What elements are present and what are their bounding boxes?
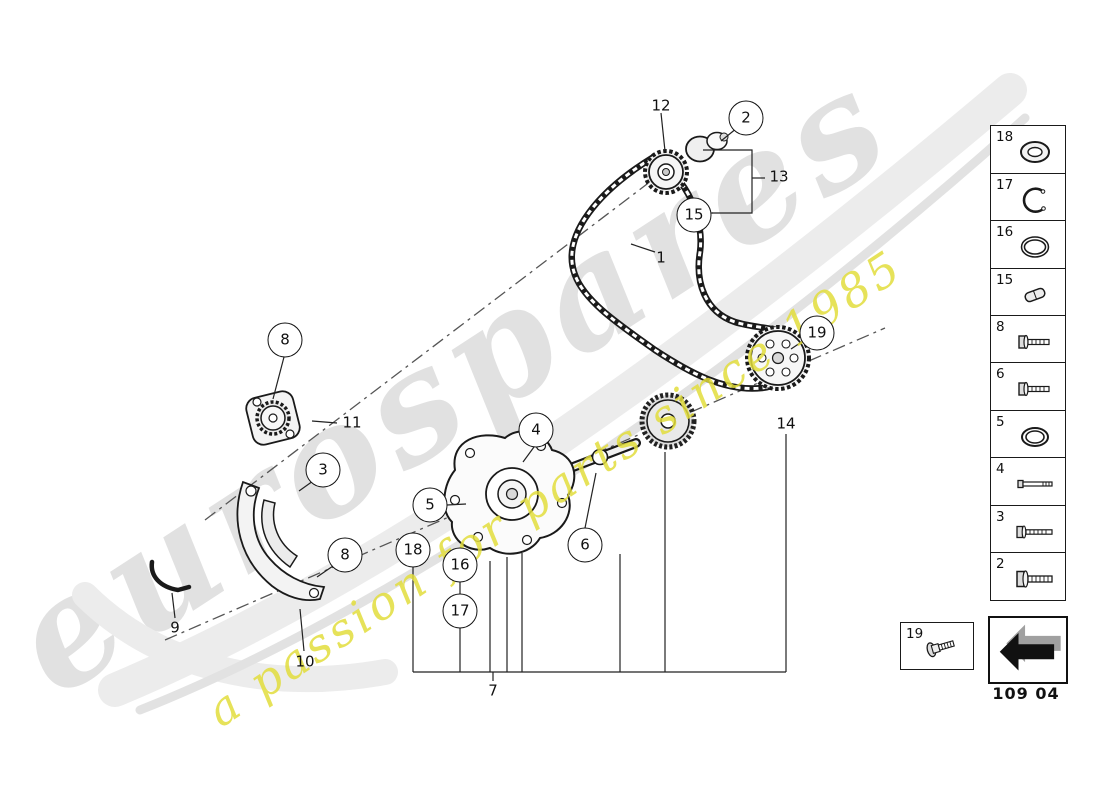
callout-2[interactable]: 2 <box>728 100 764 136</box>
part-box-4[interactable]: 4 <box>990 457 1066 507</box>
part-number: 17 <box>996 176 1014 193</box>
bolt-long-icon <box>1016 525 1053 539</box>
tensioner-arm[interactable] <box>244 389 302 447</box>
part-number: 4 <box>996 461 1005 478</box>
part-box-5[interactable]: 5 <box>990 409 1066 459</box>
callout-6[interactable]: 6 <box>567 527 603 563</box>
callout-3[interactable]: 3 <box>305 452 341 488</box>
part-box-18[interactable]: 18 <box>990 125 1066 175</box>
o-ring-icon <box>1013 232 1057 262</box>
part-number: 2 <box>996 556 1005 573</box>
part-number: 15 <box>996 271 1014 288</box>
bolt-icon <box>1018 334 1050 350</box>
callout-14[interactable]: 14 <box>776 414 796 433</box>
callout-4[interactable]: 4 <box>518 412 554 448</box>
circlip-icon <box>1022 187 1047 213</box>
background-swoosh <box>72 73 1030 715</box>
screw-icon <box>924 636 957 659</box>
part-number: 5 <box>996 413 1005 430</box>
direction-arrow-box[interactable] <box>988 616 1068 684</box>
part-number: 8 <box>996 319 1005 336</box>
callout-17[interactable]: 17 <box>442 593 478 629</box>
part-box-8[interactable]: 8 <box>990 315 1066 365</box>
part-number: 19 <box>906 626 924 642</box>
pump-drive-gear[interactable] <box>639 392 697 450</box>
hex-bolt-icon <box>1016 570 1053 588</box>
part-number: 3 <box>996 508 1005 525</box>
dowel-pin-icon <box>1023 286 1047 304</box>
callout-8-guide[interactable]: 8 <box>327 537 363 573</box>
part-box-3[interactable]: 3 <box>990 504 1066 554</box>
callout-12[interactable]: 12 <box>651 96 671 115</box>
callout-7[interactable]: 7 <box>488 681 498 700</box>
callout-18[interactable]: 18 <box>395 532 431 568</box>
idler-sprocket[interactable] <box>745 325 811 391</box>
part-box-17[interactable]: 17 <box>990 172 1066 222</box>
part-number: 16 <box>996 224 1014 241</box>
callout-5[interactable]: 5 <box>412 487 448 523</box>
stud-bolt-icon <box>1017 480 1053 489</box>
callout-13[interactable]: 13 <box>769 167 789 186</box>
chain-guide-rail[interactable] <box>236 480 326 601</box>
callout-9[interactable]: 9 <box>170 618 180 637</box>
part-number: 6 <box>996 366 1005 383</box>
direction-arrow-icon <box>999 624 1061 671</box>
oil-pump[interactable] <box>443 430 576 555</box>
callout-15[interactable]: 15 <box>676 197 712 233</box>
leader-lines <box>171 112 804 681</box>
parts-sidebar: 18 17 16 15 8 6 5 4 <box>990 125 1066 602</box>
part-number: 18 <box>996 129 1014 146</box>
callout-19[interactable]: 19 <box>799 315 835 351</box>
part-box-19[interactable]: 19 <box>900 622 974 670</box>
shaft-seal-icon <box>1020 141 1050 164</box>
callout-8-tensioner[interactable]: 8 <box>267 322 303 358</box>
callout-1[interactable]: 1 <box>656 248 666 267</box>
part-box-16[interactable]: 16 <box>990 220 1066 270</box>
camshaft-sprocket[interactable] <box>643 149 689 195</box>
seal-ring-icon <box>1021 426 1049 447</box>
callout-16[interactable]: 16 <box>442 547 478 583</box>
bolt-icon <box>1018 382 1050 397</box>
page-code: 109 04 <box>992 684 1060 703</box>
callout-10[interactable]: 10 <box>295 652 315 671</box>
callout-11[interactable]: 11 <box>342 413 362 432</box>
part-box-15[interactable]: 15 <box>990 267 1066 317</box>
part-box-6[interactable]: 6 <box>990 362 1066 412</box>
guide-strip[interactable] <box>149 559 192 593</box>
part-box-2[interactable]: 2 <box>990 552 1066 602</box>
